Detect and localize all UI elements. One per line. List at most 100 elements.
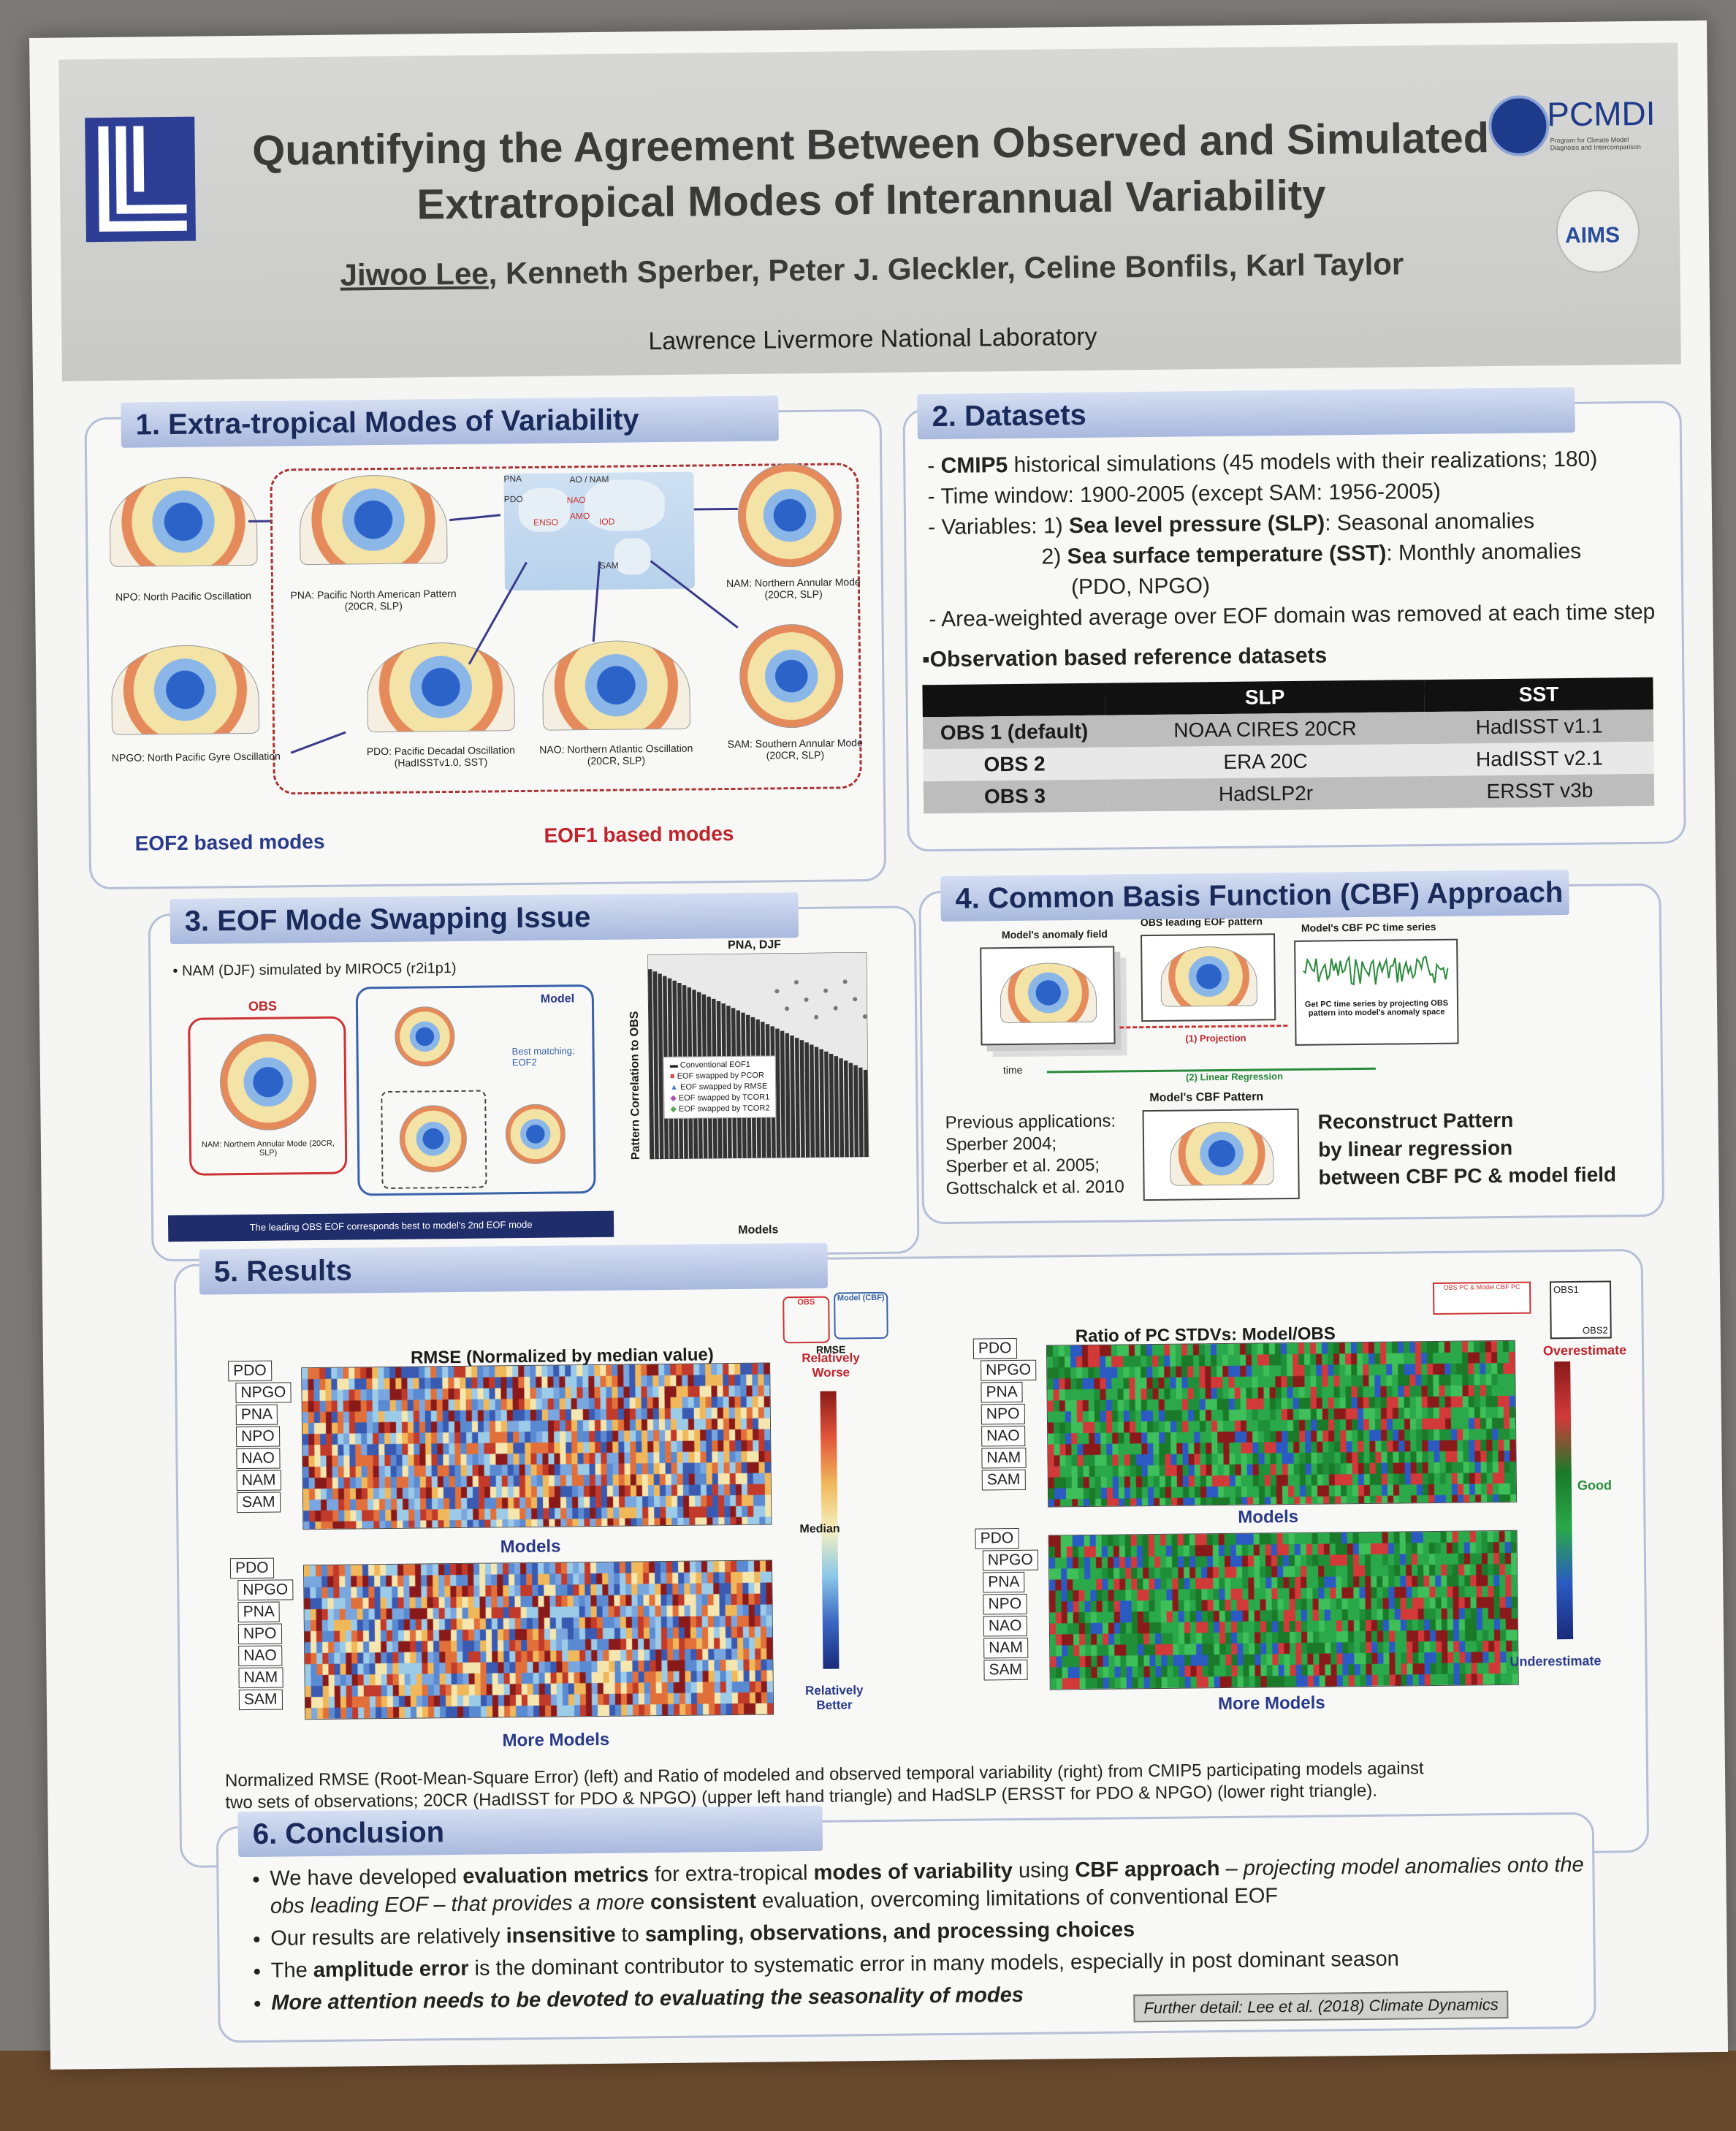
bar (829, 1053, 834, 1158)
obs-chip: OBS (783, 1296, 830, 1344)
pdo-caption: PDO: Pacific Decadal Oscillation (HadISS… (366, 744, 515, 769)
bar (804, 1042, 810, 1158)
ratio-heatmap-bottom (1048, 1530, 1519, 1690)
cbf-box3-label: Model's CBF PC time series (1301, 920, 1436, 934)
poster: Quantifying the Agreement Between Observ… (29, 20, 1729, 2070)
more-models-label-rmse: More Models (502, 1729, 610, 1751)
rel-better-label: Relatively Better (805, 1683, 864, 1712)
swap-point (804, 997, 809, 1002)
sam-map (739, 623, 845, 729)
bar (843, 1060, 849, 1158)
cbf-box2 (1140, 933, 1276, 1022)
mode-label: NPGO (237, 1579, 294, 1601)
sec3-xlabel: Models (738, 1223, 779, 1237)
more-models-label-ratio: More Models (1217, 1693, 1325, 1714)
models-label-ratio: Models (1238, 1506, 1299, 1527)
npgo-map (110, 644, 260, 735)
section-1-panel: NPO: North Pacific Oscillation PNA: Paci… (84, 409, 887, 890)
ratio-heatmap-top (1046, 1340, 1518, 1508)
eof1-label: EOF1 based modes (544, 821, 734, 847)
swap-point (785, 1006, 790, 1011)
mode-label: NPO (981, 1403, 1025, 1425)
median-label: Median (799, 1522, 840, 1536)
rmse-heatmap-top (301, 1362, 772, 1530)
cbf-box1 (980, 946, 1116, 1046)
affiliation: Lawrence Livermore National Laboratory (648, 322, 1097, 356)
bar (658, 973, 664, 1160)
bar (824, 1051, 830, 1158)
mode-label: NAO (238, 1645, 282, 1667)
bar (794, 1038, 801, 1158)
ds-line-1: - CMIP5 historical simulations (45 model… (927, 447, 1598, 479)
mode-label: NPGO (981, 1359, 1037, 1381)
section-1-title: 1. Extra-tropical Modes of Variability (121, 395, 779, 448)
bar (647, 969, 655, 1160)
pcmdi-logo: PCMDI Program for Climate Model Diagnosi… (1488, 91, 1656, 158)
section-2-panel: - CMIP5 historical simulations (45 model… (902, 400, 1686, 852)
underestimate-label: Underestimate (1510, 1653, 1602, 1669)
cbf-box1-label: Model's anomaly field (1001, 927, 1108, 941)
rmse-heatmap-bottom (302, 1560, 774, 1720)
mode-label: SAM (983, 1659, 1028, 1681)
mode-label: PNA (983, 1571, 1025, 1593)
mode-label: SAM (238, 1689, 283, 1711)
step2-label: (2) Linear Regression (1185, 1071, 1284, 1083)
authors: Jiwoo Lee, Kenneth Sperber, Peter J. Gle… (340, 246, 1404, 292)
section-4-title: 4. Common Basis Function (CBF) Approach (940, 870, 1569, 922)
step1-label: (1) Projection (1185, 1032, 1246, 1044)
aims-logo: AIMS (1556, 189, 1640, 274)
cbf-box3: Get PC time series by projecting OBS pat… (1294, 938, 1459, 1046)
mode-label: NPO (237, 1623, 282, 1645)
sec3-banner: The leading OBS EOF corresponds best to … (167, 1210, 614, 1242)
mode-label: NAM (983, 1637, 1029, 1659)
obs-box: OBS NAM: Northern Annular Mode (20CR, SL… (188, 999, 348, 1176)
obs-triangle-legend: OBS1 OBS2 (1549, 1280, 1612, 1340)
rel-worse-label: Relatively Worse (802, 1351, 860, 1380)
reconstruct-text: Reconstruct Pattern by linear regression… (1317, 1108, 1617, 1189)
mode-label: NAO (981, 1425, 1025, 1447)
mode-label: PNA (237, 1601, 280, 1623)
mode-label: PDO (229, 1557, 274, 1579)
bar (814, 1046, 820, 1158)
swap-point (774, 989, 780, 994)
table-header: SST (1424, 677, 1653, 713)
section-3-panel: • NAM (DJF) simulated by MIROC5 (r2i1p1)… (148, 905, 920, 1262)
mode-label: PNA (981, 1381, 1023, 1403)
ratio-colorbar (1554, 1361, 1574, 1640)
mode-label: NAM (238, 1667, 283, 1689)
mode-label: SAM (981, 1469, 1026, 1491)
sec3-chart-title: PNA, DJF (728, 938, 782, 952)
section-5-title: 5. Results (199, 1242, 829, 1295)
bar (810, 1044, 815, 1158)
ds-line-2: - Time window: 1900-2005 (except SAM: 19… (927, 479, 1441, 509)
mode-label: NAO (983, 1615, 1027, 1637)
sam-caption: SAM: Southern Annular Mode (20CR, SLP) (727, 737, 863, 761)
ds-line-5: (PDO, NPGO) (1070, 574, 1211, 600)
section-6-title: 6. Conclusion (237, 1805, 823, 1858)
sec3-legend: ▬ Conventional EOF1 ■ EOF swapped by PCO… (663, 1055, 777, 1120)
mode-label: PDO (228, 1360, 272, 1382)
bar (775, 1028, 781, 1158)
nao-caption: NAO: Northern Atlantic Oscillation (20CR… (539, 742, 693, 767)
sec3-bullet: • NAM (DJF) simulated by MIROC5 (r2i1p1) (172, 960, 457, 980)
mode-label: NPGO (235, 1382, 292, 1404)
results-caption: Normalized RMSE (Root-Mean-Square Error)… (224, 1758, 1424, 1813)
mode-label: NAM (236, 1470, 281, 1492)
mode-label: NPO (235, 1426, 280, 1448)
section-4-panel: Model's anomaly field time OBS leading E… (918, 883, 1665, 1225)
pna-caption: PNA: Pacific North American Pattern (20C… (290, 587, 457, 612)
models-label-rmse: Models (500, 1536, 561, 1557)
time-label: time (1002, 1063, 1023, 1076)
swap-point (823, 988, 829, 993)
bar (834, 1056, 840, 1158)
good-label: Good (1577, 1478, 1613, 1493)
bar (848, 1063, 854, 1158)
mode-label: PDO (972, 1337, 1017, 1359)
bar (819, 1049, 825, 1158)
arrow-nam (693, 507, 738, 511)
bar (839, 1058, 845, 1158)
datasets-table: SLP SST OBS 1 (default) NOAA CIRES 20CR … (922, 677, 1655, 814)
arrow-npo (248, 520, 271, 523)
poster-title: Quantifying the Agreement Between Observ… (251, 114, 1490, 229)
bar (780, 1030, 786, 1158)
